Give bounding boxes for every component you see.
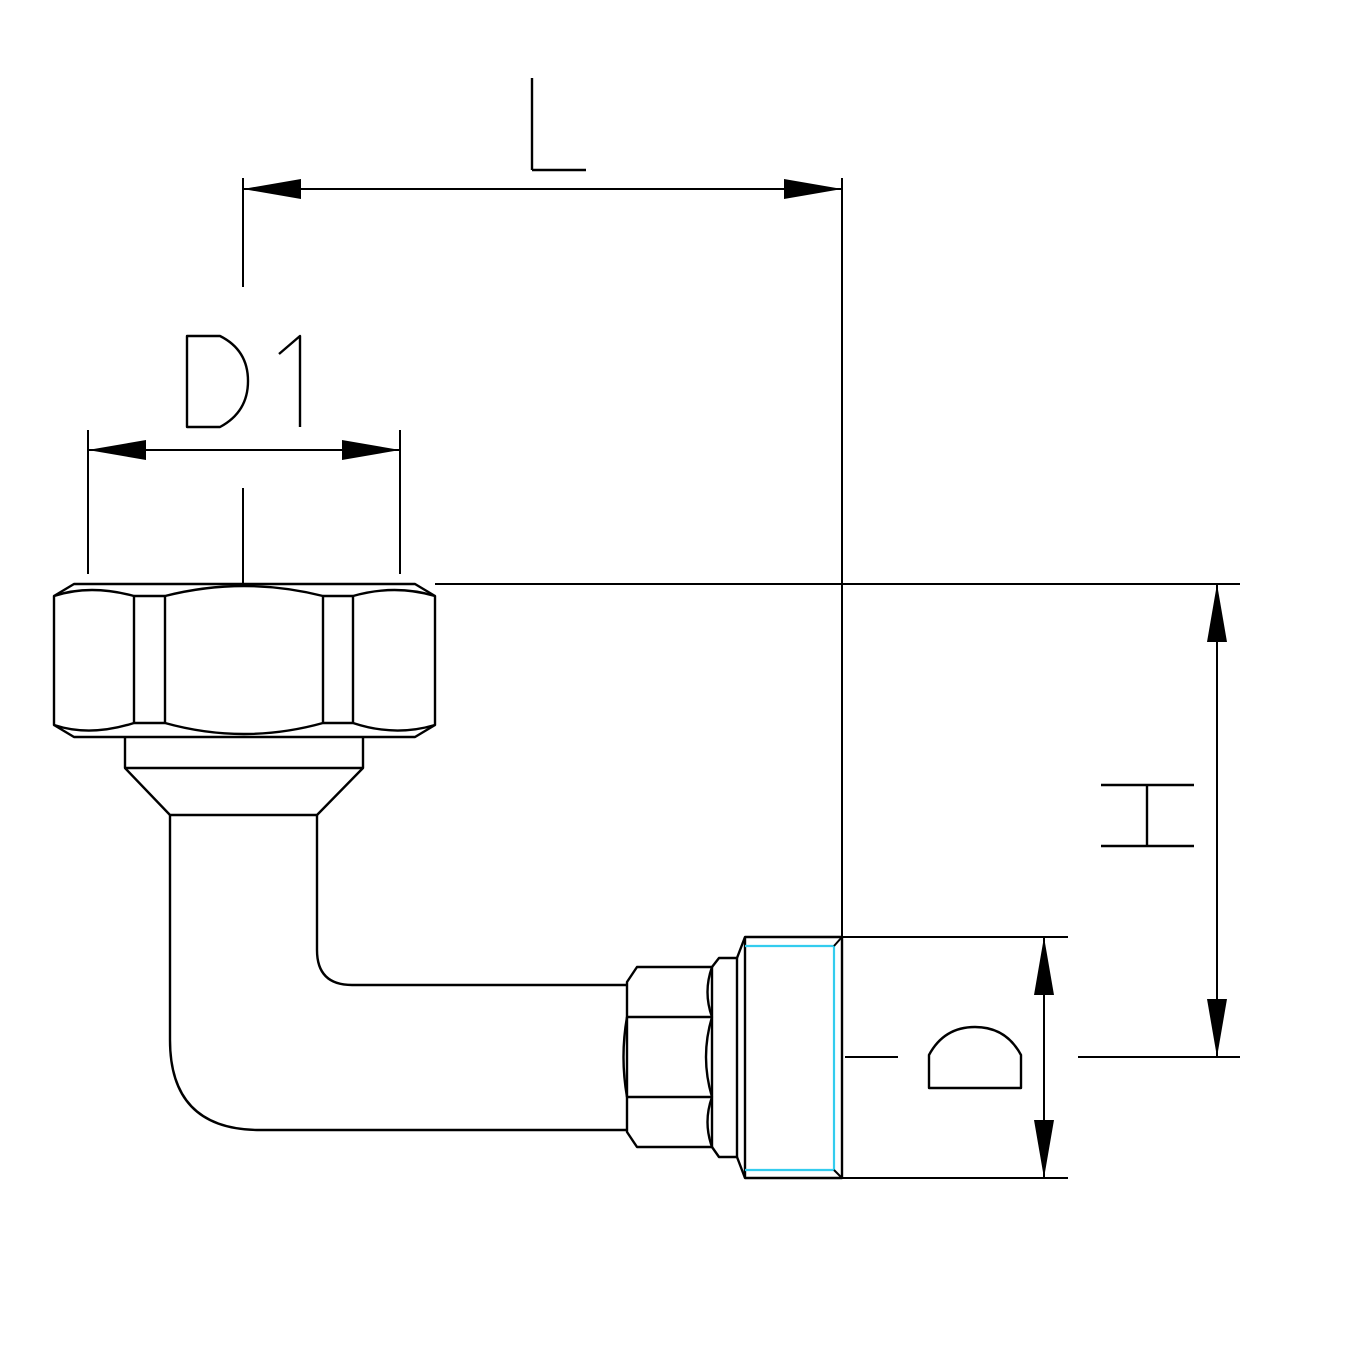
shoulder-ring bbox=[711, 956, 739, 1159]
threaded-end-outline bbox=[735, 935, 844, 1180]
dimension-d: D bbox=[842, 936, 1068, 1179]
bent-pipe bbox=[168, 815, 627, 1132]
collar-taper bbox=[124, 767, 364, 817]
thread-chamfer-bottom bbox=[833, 1169, 843, 1179]
small-hex-nut bbox=[622, 965, 714, 1149]
pipe-outer-wall bbox=[168, 815, 627, 1132]
small-hex-left-curve bbox=[622, 1016, 629, 1098]
dim-l-arrow-left bbox=[243, 179, 301, 199]
collar-rect bbox=[123, 737, 365, 770]
dim-h-glyph bbox=[1101, 783, 1194, 848]
dim-d1-arrow-left bbox=[88, 440, 146, 460]
shoulder-ring-outline bbox=[711, 956, 739, 1159]
thread-outline bbox=[745, 944, 836, 1172]
dimension-l: L bbox=[242, 78, 843, 938]
collar bbox=[123, 737, 365, 817]
small-hex-curve-2 bbox=[704, 1016, 714, 1098]
hex-nut-top-curves bbox=[53, 584, 436, 598]
dim-l-glyph bbox=[530, 78, 586, 172]
dim-d-glyph bbox=[927, 1025, 1023, 1090]
dimension-d1: D1 bbox=[87, 334, 401, 584]
dim-l-arrow-right bbox=[784, 179, 842, 199]
pipe-inner-wall bbox=[315, 815, 627, 987]
dim-d-arrow-bottom bbox=[1034, 1120, 1054, 1178]
hex-nut bbox=[52, 582, 437, 739]
threaded-end bbox=[735, 935, 844, 1180]
dim-d-arrow-top bbox=[1034, 937, 1054, 995]
dim-d1-glyph bbox=[185, 334, 302, 429]
small-hex-curve-3 bbox=[706, 1096, 714, 1148]
thread-chamfer-top bbox=[833, 936, 843, 947]
dimension-h: H bbox=[435, 583, 1240, 1058]
dim-h-arrow-bottom bbox=[1207, 999, 1227, 1057]
hex-nut-outline bbox=[52, 582, 437, 739]
small-hex-outline bbox=[625, 965, 714, 1149]
dim-h-arrow-top bbox=[1207, 584, 1227, 642]
hex-nut-bottom-curves bbox=[53, 721, 436, 736]
dim-d1-arrow-right bbox=[342, 440, 400, 460]
small-hex-curve-1 bbox=[706, 966, 714, 1018]
